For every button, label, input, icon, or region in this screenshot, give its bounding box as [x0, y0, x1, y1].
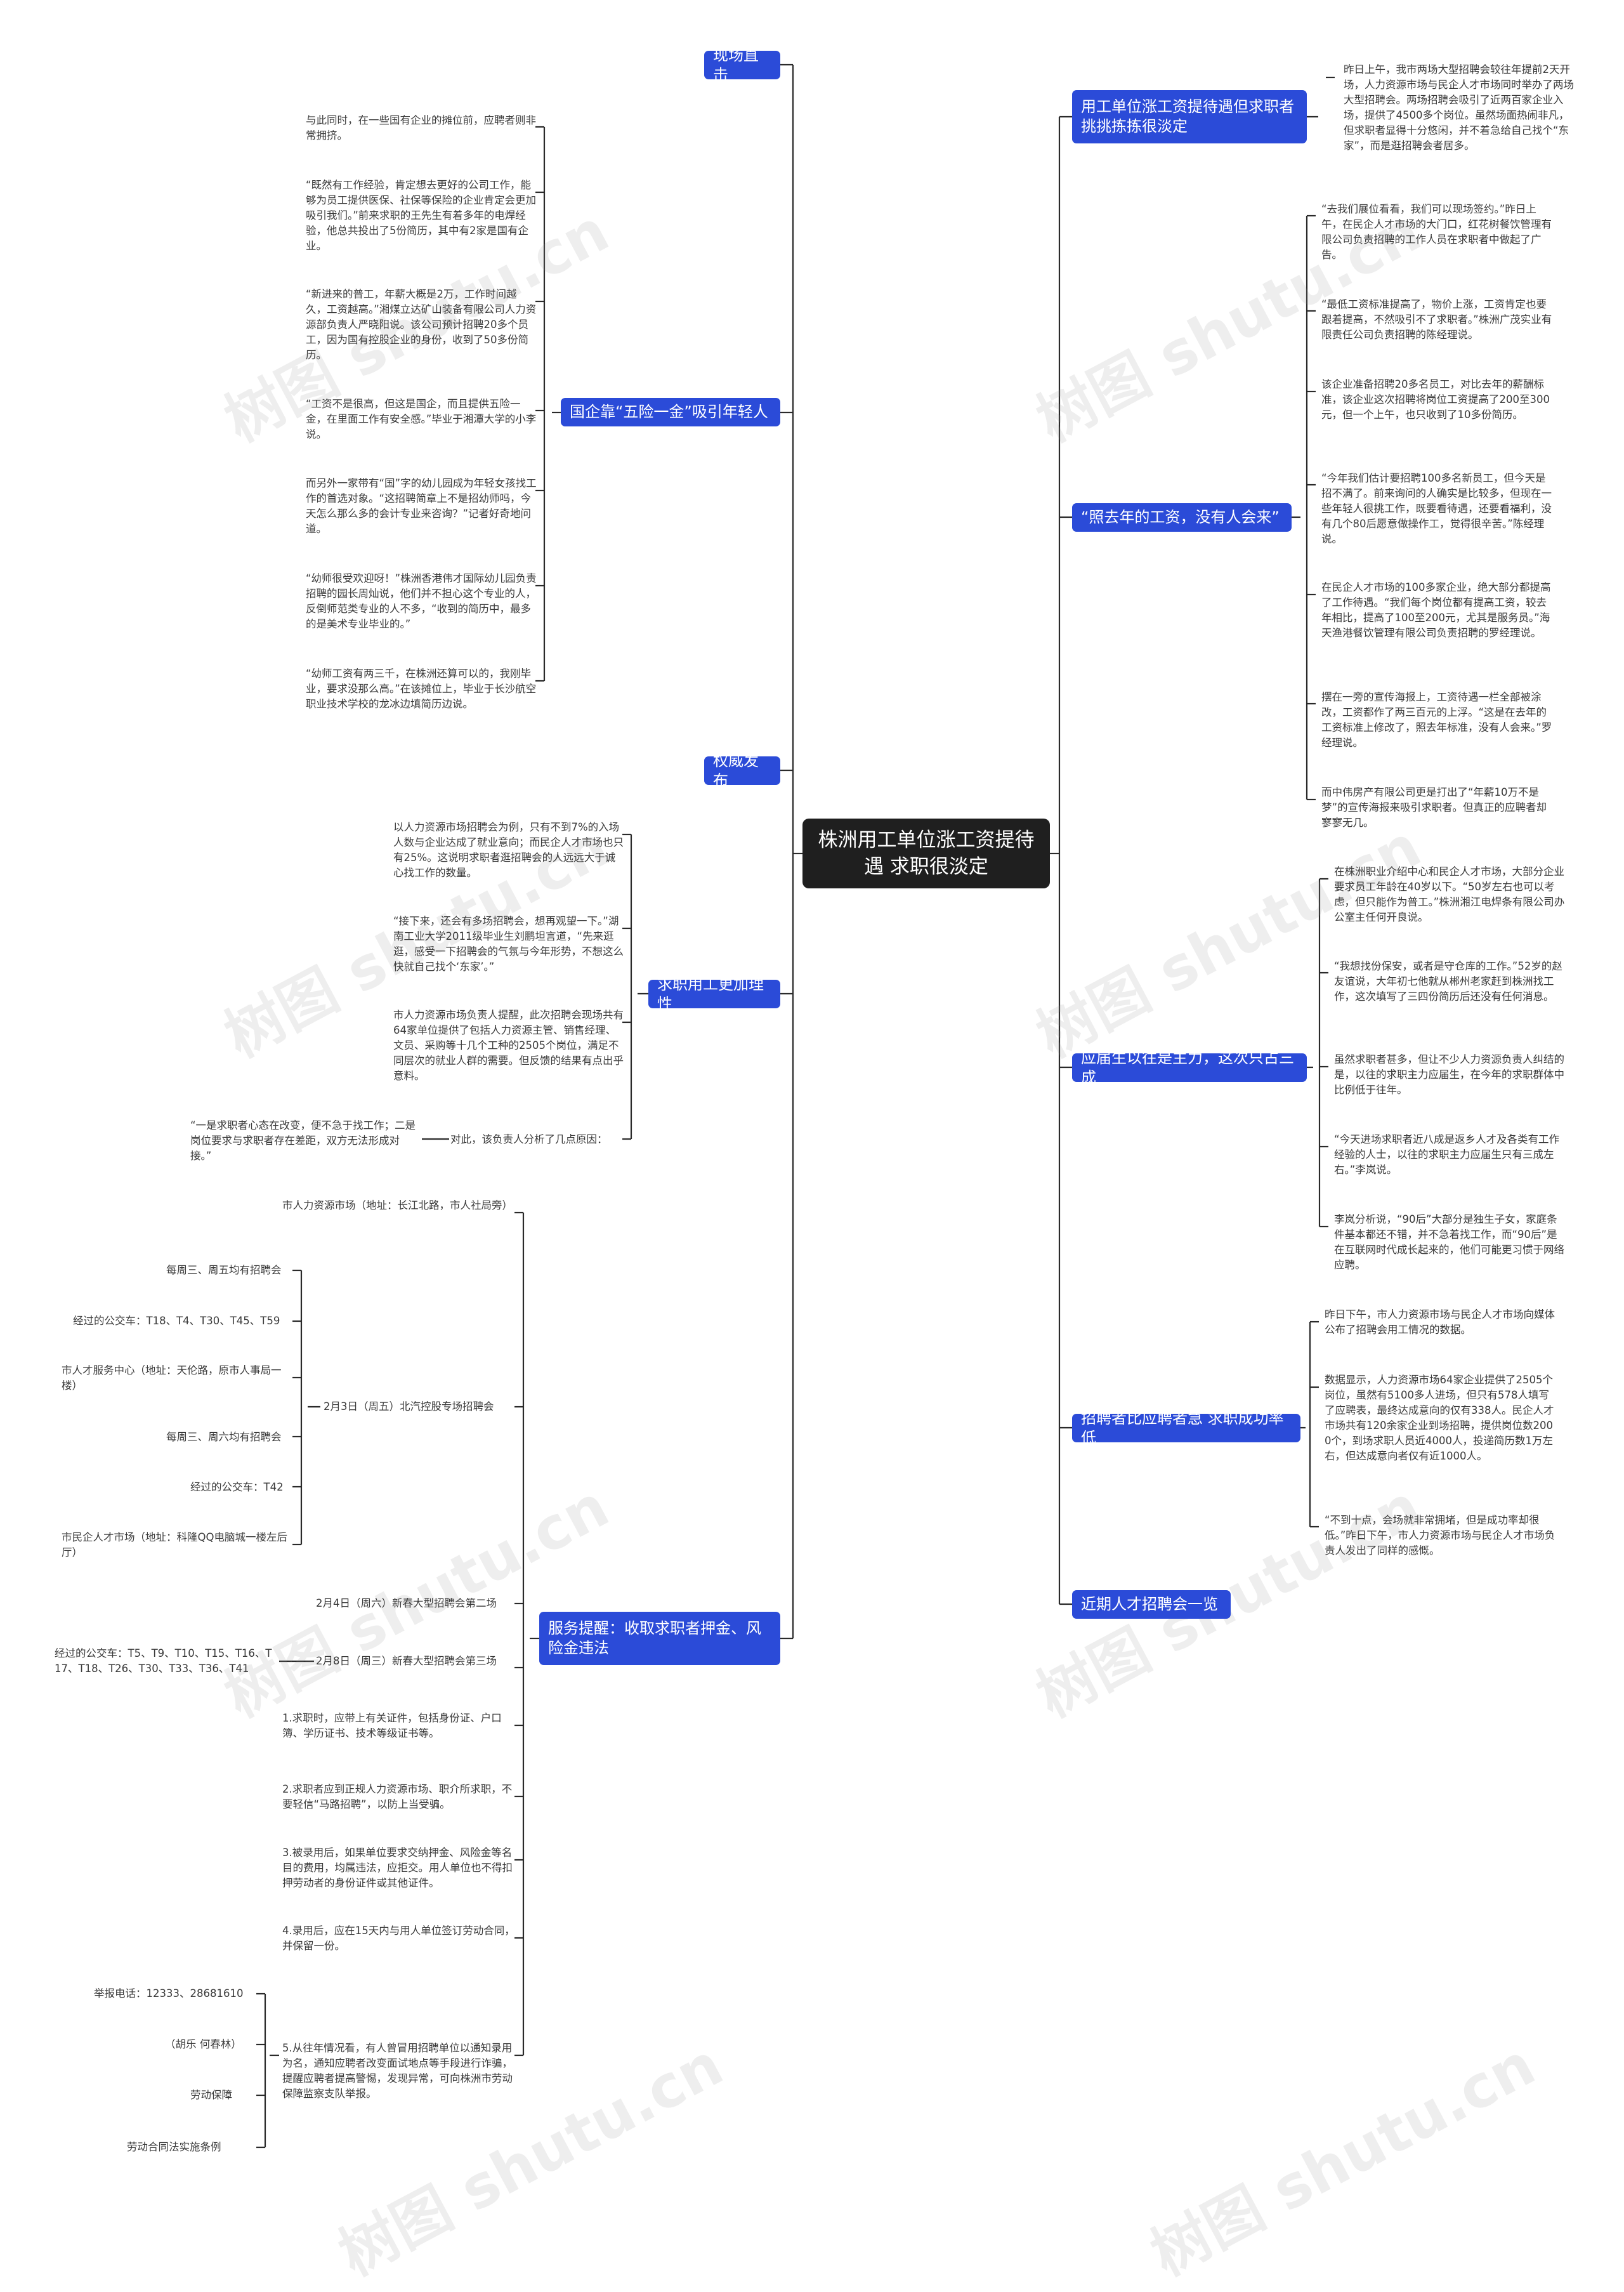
leaf-text: 市人力资源市场（地址：长江北路，市人社局旁） [282, 1199, 513, 1211]
branch-last-year-wages[interactable]: “照去年的工资，没有人会来” [1072, 503, 1292, 532]
leaf-text: 劳动合同法实施条例 [127, 2141, 221, 2153]
leaf-text: 该企业准备招聘20多名员工，对比去年的薪酬标准，该企业这次招聘将岗位工资提高了2… [1321, 378, 1550, 421]
leaf-text: 市民企人才市场（地址：科隆QQ电脑城一楼左后厅） [62, 1531, 287, 1558]
leaf-text: “今天进场求职者近八成是返乡人才及各类有工作经验的人士，以往的求职主力应届生只有… [1334, 1133, 1560, 1176]
leaf-text: 经过的公交车：T42 [190, 1481, 284, 1493]
leaf-text: “新进来的普工，年薪大概是2万，工作时间越久，工资越高。”湘煤立达矿山装备有限公… [306, 288, 537, 361]
leaf-text: 1.求职时，应带上有关证件，包括身份证、户口簿、学历证书、技术等级证书等。 [282, 1712, 502, 1739]
center-topic[interactable]: 株洲用工单位涨工资提待遇 求职很淡定 [802, 819, 1050, 888]
leaf-text: 市人力资源市场负责人提醒，此次招聘会现场共有64家单位提供了包括人力资源主管、销… [393, 1009, 624, 1082]
branch-on-site-report[interactable]: 现场直击 [704, 46, 780, 84]
leaf-text: 与此同时，在一些国有企业的摊位前，应聘者则非常拥挤。 [306, 114, 536, 142]
branch-official-release[interactable]: 权威发布 [704, 752, 780, 789]
leaf-text: 昨日上午，我市两场大型招聘会较往年提前2天开场，人力资源市场与民企人才市场同时举… [1344, 63, 1574, 152]
leaf-text: 劳动保障 [190, 2089, 232, 2101]
leaf-text: 虽然求职者甚多，但让不少人力资源负责人纠结的是，以往的求职主力应届生，在今年的求… [1334, 1053, 1564, 1096]
leaf-text: “幼师很受欢迎呀！”株洲香港伟才国际幼儿园负责招聘的园长周灿说，他们并不担心这个… [306, 572, 537, 630]
leaf-text: 3.被录用后，如果单位要求交纳押金、风险金等名目的费用，均属违法，应拒交。用人单… [282, 1847, 513, 1889]
branch-soe-benefits[interactable]: 国企靠“五险一金”吸引年轻人 [561, 398, 780, 426]
leaf-text: 在民企人才市场的100多家企业，绝大部分都提高了工作待遇。“我们每个岗位都有提高… [1321, 581, 1551, 639]
leaf-text: 在株洲职业介绍中心和民企人才市场，大部分企业要求员工年龄在40岁以下。“50岁左… [1334, 866, 1565, 923]
leaf-text: 以人力资源市场招聘会为例，只有不到7%的入场人数与企业达成了就业意向；而民企人才… [393, 821, 624, 879]
branch-employers-raise-pay[interactable]: 用工单位涨工资提待遇但求职者挑挑拣拣很淡定 [1072, 90, 1307, 143]
leaf-text: 2月8日（周三）新春大型招聘会第三场 [316, 1655, 497, 1667]
leaf-text: 昨日下午，市人力资源市场与民企人才市场向媒体公布了招聘会用工情况的数据。 [1325, 1308, 1555, 1336]
leaf-text: 2.求职者应到正规人力资源市场、职介所求职，不要轻信“马路招聘”，以防上当受骗。 [282, 1783, 513, 1810]
leaf-text: 2月3日（周五）北汽控股专场招聘会 [324, 1400, 494, 1413]
leaf-text: 举报电话：12333、28681610 [94, 1987, 244, 1999]
branch-graduates-share[interactable]: 应届生以往是主力，这次只占三成 [1072, 1049, 1307, 1086]
leaf-text: 经过的公交车：T5、T9、T10、T15、T16、T17、T18、T26、T30… [55, 1647, 272, 1675]
leaf-text: “去我们展位看看，我们可以现场签约。”昨日上午，在民企人才市场的大门口，红花树餐… [1321, 203, 1552, 261]
leaf-text: “不到十点，会场就非常拥堵，但是成功率却很低。”昨日下午，市人力资源市场与民企人… [1325, 1514, 1555, 1557]
branch-service-reminder[interactable]: 服务提醒：收取求职者押金、风险金违法 [539, 1612, 780, 1665]
leaf-text: 而中伟房产有限公司更是打出了“年薪10万不是梦”的宣传海报来吸引求职者。但真正的… [1321, 786, 1547, 829]
leaf-text: “既然有工作经验，肯定想去更好的公司工作，能够为员工提供医保、社保等保险的企业肯… [306, 179, 536, 252]
leaf-text: 每周三、周六均有招聘会 [166, 1431, 282, 1443]
leaf-text: “今年我们估计要招聘100多名新员工，但今天是招不满了。前来询问的人确实是比较多… [1321, 472, 1552, 545]
leaf-text: “我想找份保安，或者是守仓库的工作。”52岁的赵友谊说，大年初七他就从郴州老家赶… [1334, 960, 1562, 1003]
leaf-text: （胡乐 何春林） [165, 2038, 242, 2050]
leaf-text: 2月4日（周六）新春大型招聘会第二场 [316, 1597, 497, 1609]
branch-upcoming-fairs[interactable]: 近期人才招聘会一览 [1072, 1590, 1231, 1619]
leaf-text: 李岚分析说，“90后”大部分是独生子女，家庭条件基本都还不错，并不急着找工作，而… [1334, 1213, 1564, 1271]
leaf-text: 4.录用后，应在15天内与用人单位签订劳动合同，并保留一份。 [282, 1925, 515, 1952]
leaf-text: “一是求职者心态在改变，便不急于找工作；二是岗位要求与求职者存在差距，双方无法形… [190, 1119, 416, 1162]
leaf-text: “工资不是很高，但这是国企，而且提供五险一金，在里面工作有安全感。”毕业于湘潭大… [306, 398, 537, 440]
leaf-text: 每周三、周五均有招聘会 [166, 1264, 282, 1276]
leaf-text: “最低工资标准提高了，物价上涨，工资肯定也要跟着提高，不然吸引不了求职者。”株洲… [1321, 298, 1552, 341]
connector-lines [256, 63, 1335, 2149]
branch-low-success-rate[interactable]: 招聘者比应聘者急 求职成功率低 [1072, 1409, 1300, 1447]
leaf-text: 市人才服务中心（地址：天伦路，原市人事局一楼） [62, 1364, 282, 1392]
leaf-text: 摆在一旁的宣传海报上，工资待遇一栏全部被涂改，工资都作了两三百元的上浮。“这是在… [1321, 691, 1552, 749]
leaf-text: “接下来，还会有多场招聘会，想再观望一下。”湖南工业大学2011级毕业生刘鹏坦言… [393, 915, 624, 973]
leaf-text: 5.从往年情况看，有人曾冒用招聘单位以通知录用为名，通知应聘者改变面试地点等手段… [282, 2042, 513, 2100]
leaf-text: 经过的公交车：T18、T4、T30、T45、T59 [73, 1315, 280, 1327]
leaf-text: “幼师工资有两三千，在株洲还算可以的，我刚毕业，要求没那么高。”在该摊位上，毕业… [306, 668, 537, 710]
leaf-text: 而另外一家带有“国”字的幼儿园成为年轻女孩找工作的首选对象。“这招聘简章上不是招… [306, 477, 537, 535]
leaf-text: 数据显示，人力资源市场64家企业提供了2505个岗位，虽然有5100多人进场，但… [1325, 1374, 1554, 1462]
branch-rational-job-seeking[interactable]: 求职用工更加理性 [648, 975, 780, 1013]
leaf-text: 对此，该负责人分析了几点原因： [450, 1133, 608, 1145]
